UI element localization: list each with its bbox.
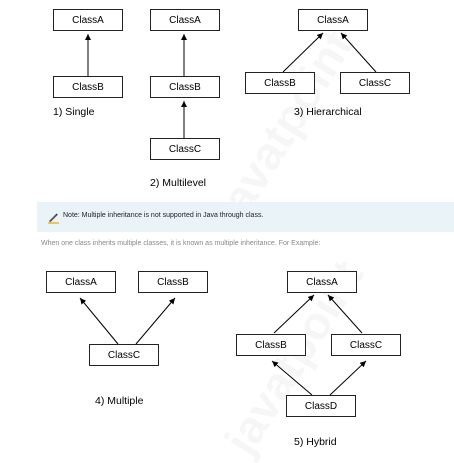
arrow-hybrid-d-c — [329, 360, 367, 396]
note-box: Note: Multiple inheritance is not suppor… — [37, 202, 454, 232]
note-text: Note: Multiple inheritance is not suppor… — [63, 212, 264, 219]
hierarchical-class-b: ClassB — [245, 72, 315, 94]
caption-multilevel: 2) Multilevel — [150, 177, 207, 189]
hybrid-class-c: ClassC — [331, 334, 401, 356]
arrow-multiple-c-b — [135, 297, 176, 345]
single-class-b: ClassB — [53, 76, 123, 98]
caption-hierarchical: 3) Hierarchical — [294, 106, 362, 118]
multiple-class-a: ClassA — [46, 271, 116, 293]
multilevel-class-b: ClassB — [150, 76, 220, 98]
pencil-icon — [48, 213, 59, 224]
hybrid-class-a: ClassA — [287, 271, 357, 293]
hierarchical-class-c: ClassC — [340, 72, 410, 94]
arrow-hierarchical-c-a — [340, 32, 377, 73]
caption-single: 1) Single — [53, 106, 95, 118]
arrow-multiple-c-a — [79, 297, 119, 345]
multiple-class-c: ClassC — [89, 344, 159, 366]
multilevel-class-c: ClassC — [150, 138, 220, 160]
multiple-class-b: ClassB — [138, 271, 208, 293]
caption-hybrid: 5) Hybrid — [294, 436, 337, 448]
hybrid-class-b: ClassB — [236, 334, 306, 356]
single-class-a: ClassA — [53, 9, 123, 31]
multilevel-class-a: ClassA — [150, 9, 220, 31]
arrow-hybrid-b-a — [273, 294, 315, 334]
caption-multiple: 4) Multiple — [95, 395, 144, 407]
intro-text: When one class inherits multiple classes… — [41, 240, 321, 247]
arrow-hybrid-d-b — [271, 360, 313, 396]
arrow-hybrid-c-a — [327, 294, 363, 334]
hybrid-class-d: ClassD — [286, 395, 356, 417]
arrow-hierarchical-b-a — [282, 32, 324, 73]
hierarchical-class-a: ClassA — [298, 9, 368, 31]
